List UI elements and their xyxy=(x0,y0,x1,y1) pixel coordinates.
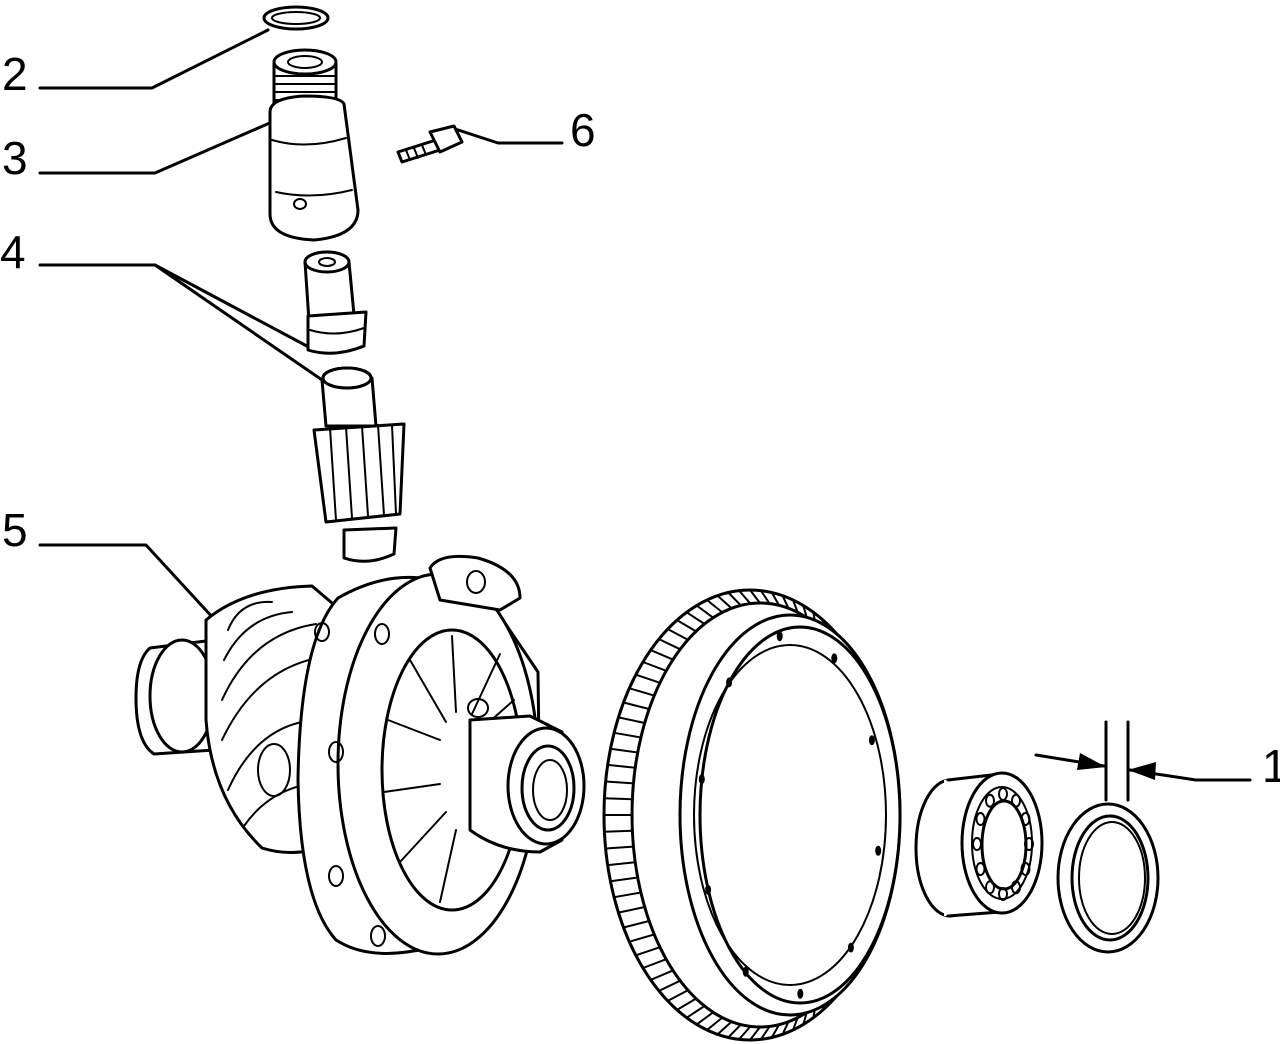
gear-tooth xyxy=(634,673,661,684)
gear-tooth xyxy=(695,604,715,619)
gear-tooth xyxy=(738,589,752,605)
gear-bolt-hole xyxy=(868,735,875,746)
gear-tooth xyxy=(685,611,706,625)
part-2-o-ring xyxy=(262,5,330,31)
bearing-ball xyxy=(985,880,995,895)
part-1-shim-ring xyxy=(1056,802,1160,954)
gear-tooth xyxy=(738,1025,752,1041)
leader-4b xyxy=(153,263,327,384)
part-6-bolt xyxy=(396,124,464,164)
gear-tooth xyxy=(613,731,642,739)
gear-bolt-hole xyxy=(698,774,705,785)
ring-gear xyxy=(602,588,902,1042)
ring-gear-bolt-holes xyxy=(698,631,882,999)
gear-tooth xyxy=(604,780,635,785)
gear-tooth xyxy=(792,599,799,614)
gear-tooth xyxy=(759,589,771,605)
gear-bolt-hole xyxy=(726,677,733,688)
gear-tooth xyxy=(617,716,646,724)
gear-tooth xyxy=(658,979,682,992)
gear-tooth xyxy=(792,1016,799,1031)
gear-tooth xyxy=(634,946,661,957)
gear-tooth xyxy=(676,619,697,633)
gear-bolt-hole xyxy=(705,884,712,895)
gear-tooth xyxy=(666,989,689,1002)
gear-tooth xyxy=(649,969,674,981)
bearing-ball xyxy=(1011,793,1021,808)
callout-4-label: 4 xyxy=(0,226,26,278)
bearing-ball xyxy=(1020,862,1031,876)
gear-tooth xyxy=(666,628,689,641)
gear-tooth xyxy=(770,591,781,607)
callout-3-label: 3 xyxy=(2,132,28,184)
leader-5 xyxy=(38,543,228,634)
gear-bolt-hole xyxy=(742,966,749,977)
gear-bolt-hole xyxy=(831,653,838,664)
gear-tooth xyxy=(759,1025,771,1041)
gear-bolt-hole xyxy=(847,942,854,953)
bearing xyxy=(914,771,1044,918)
part-4-upper-shaft xyxy=(303,250,368,355)
gear-tooth xyxy=(727,591,742,607)
gear-tooth xyxy=(716,594,733,610)
bearing-ball xyxy=(1024,837,1034,851)
gear-tooth xyxy=(727,1023,742,1039)
bearing-ball xyxy=(1020,812,1031,826)
gear-bolt-hole xyxy=(776,631,783,642)
gear-bolt-hole xyxy=(875,845,882,856)
gear-tooth xyxy=(676,997,697,1011)
bearing-ball xyxy=(998,887,1008,901)
bearing-ball xyxy=(975,862,986,876)
part-3-sleeve xyxy=(268,48,360,242)
leader-2 xyxy=(38,28,270,90)
gear-tooth xyxy=(622,701,651,710)
callout-5-label: 5 xyxy=(2,504,28,556)
gear-tooth xyxy=(628,687,656,697)
gear-tooth xyxy=(642,661,668,672)
bearing-ball xyxy=(975,812,986,826)
arrowhead-left xyxy=(1077,753,1106,770)
gear-tooth xyxy=(628,933,656,943)
gear-tooth xyxy=(609,747,639,754)
gear-tooth xyxy=(613,891,642,899)
leader-4a xyxy=(38,263,320,354)
part-5-differential-housing xyxy=(134,554,586,956)
gear-tooth xyxy=(606,861,637,867)
gear-tooth xyxy=(642,958,668,969)
gear-tooth xyxy=(706,599,724,614)
callout-2-label: 2 xyxy=(2,48,28,100)
gear-bolt-hole xyxy=(797,988,804,999)
gear-tooth xyxy=(706,1016,724,1031)
gear-tooth xyxy=(603,829,634,833)
gear-tooth xyxy=(622,920,651,929)
gear-tooth xyxy=(781,594,790,610)
callout-1-label: 1 xyxy=(1262,740,1280,792)
bearing-ball xyxy=(972,837,982,851)
gear-tooth xyxy=(604,845,635,850)
gear-tooth xyxy=(716,1020,733,1036)
leader-6 xyxy=(450,126,564,145)
gear-tooth xyxy=(770,1023,781,1039)
gear-tooth xyxy=(617,906,646,914)
gear-tooth xyxy=(749,589,761,604)
bearing-ball xyxy=(998,787,1008,801)
bearing-balls xyxy=(972,787,1034,901)
part-4-pinion-gear xyxy=(312,366,406,563)
gear-tooth xyxy=(606,763,637,769)
gear-tooth xyxy=(749,1026,761,1041)
callout-6-label: 6 xyxy=(570,104,596,156)
gear-tooth xyxy=(609,876,639,883)
gear-tooth xyxy=(658,638,682,651)
gear-tooth xyxy=(685,1005,706,1019)
leader-3 xyxy=(38,120,274,175)
bearing-ball xyxy=(985,793,995,808)
gear-tooth xyxy=(603,797,634,801)
gear-tooth xyxy=(695,1011,715,1026)
gear-tooth xyxy=(781,1020,790,1036)
arrowhead-right xyxy=(1128,762,1156,780)
bearing-ball xyxy=(1011,880,1021,895)
leader-lines xyxy=(38,28,1252,802)
gear-tooth xyxy=(649,649,674,661)
